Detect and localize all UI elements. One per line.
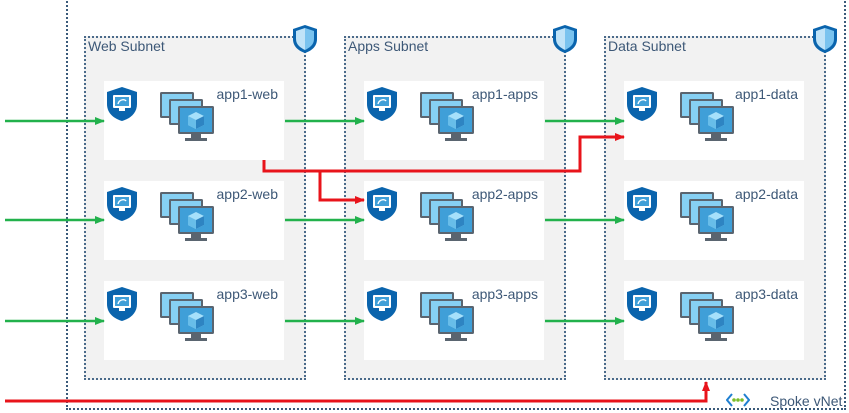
virtual-machine-stack-icon xyxy=(420,192,474,241)
vm-card[interactable]: app2-apps xyxy=(364,181,544,260)
vm-name: app2-web xyxy=(216,186,279,202)
vm-name: app1-apps xyxy=(471,86,538,102)
vm-name: app2-apps xyxy=(471,186,538,202)
vm-card[interactable]: app2-web xyxy=(104,181,284,260)
nsg-shield-icon xyxy=(813,25,837,53)
virtual-machine-stack-icon xyxy=(160,92,214,141)
vnet-icon xyxy=(726,393,750,407)
nsg-shield-icon xyxy=(293,25,317,53)
vm-security-icon xyxy=(367,287,397,321)
subnet-label: Data Subnet xyxy=(608,38,686,54)
vm-card[interactable]: app1-web xyxy=(104,81,284,160)
vm-security-icon xyxy=(627,187,657,221)
nsg-shield-icon xyxy=(553,25,577,53)
vm-security-icon xyxy=(107,187,137,221)
vm-name: app3-web xyxy=(216,286,279,302)
virtual-machine-stack-icon xyxy=(420,92,474,141)
vm-card[interactable]: app1-apps xyxy=(364,81,544,160)
subnet-label: Apps Subnet xyxy=(348,38,429,54)
virtual-machine-stack-icon xyxy=(160,292,214,341)
subnet-label: Web Subnet xyxy=(88,38,165,54)
vm-card[interactable]: app2-data xyxy=(624,181,804,260)
vm-security-icon xyxy=(627,287,657,321)
vm-security-icon xyxy=(367,187,397,221)
vm-name: app1-data xyxy=(734,86,798,102)
vm-security-icon xyxy=(627,87,657,121)
vm-name: app1-web xyxy=(216,86,279,102)
virtual-machine-stack-icon xyxy=(680,92,734,141)
vm-security-icon xyxy=(107,287,137,321)
vm-name: app2-data xyxy=(734,186,798,202)
virtual-machine-stack-icon xyxy=(420,292,474,341)
spoke-vnet-boundary xyxy=(66,0,846,410)
denied-flow-arrow xyxy=(262,133,625,173)
vm-card[interactable]: app3-apps xyxy=(364,281,544,360)
vm-name: app3-apps xyxy=(471,286,538,302)
denied-flow-arrow xyxy=(318,171,365,204)
vm-security-icon xyxy=(367,87,397,121)
vm-card[interactable]: app3-web xyxy=(104,281,284,360)
vnet-label: Spoke vNet xyxy=(770,393,843,409)
virtual-machine-stack-icon xyxy=(680,292,734,341)
vm-name: app3-data xyxy=(734,286,798,302)
virtual-machine-stack-icon xyxy=(160,192,214,241)
virtual-machine-stack-icon xyxy=(680,192,734,241)
vm-security-icon xyxy=(107,87,137,121)
denied-flow-arrow xyxy=(5,381,710,403)
vm-card[interactable]: app1-data xyxy=(624,81,804,160)
vm-card[interactable]: app3-data xyxy=(624,281,804,360)
